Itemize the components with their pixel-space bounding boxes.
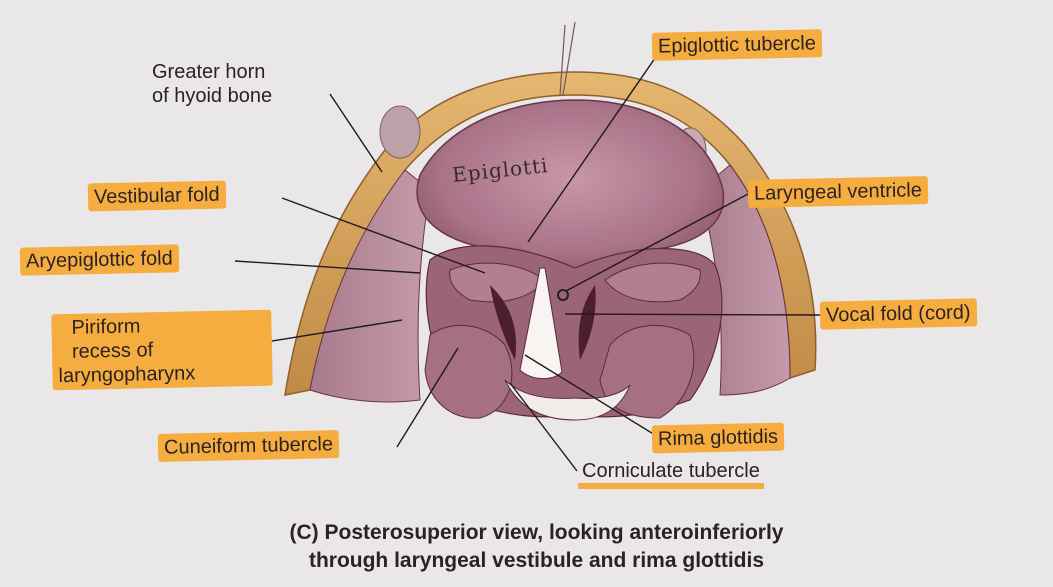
label-aryepiglottic-fold: Aryepiglottic fold <box>20 244 179 275</box>
cuneiform-mound-left <box>425 325 512 418</box>
label-epiglottic-tubercle: Epiglottic tubercle <box>652 29 822 61</box>
label-greater-horn-line1: Greater horn <box>152 60 327 84</box>
label-corniculate-tubercle: Corniculate tubercle <box>578 459 764 489</box>
label-greater-horn-line2: of hyoid bone <box>152 84 327 108</box>
label-vestibular-fold: Vestibular fold <box>88 181 226 212</box>
label-rima-glottidis: Rima glottidis <box>652 423 785 454</box>
caption-line1: (C) Posterosuperior view, looking antero… <box>20 519 1053 547</box>
label-cuneiform-tubercle: Cuneiform tubercle <box>158 430 340 462</box>
caption-line2: through laryngeal vestibule and rima glo… <box>20 547 1053 575</box>
label-piriform-recess: Piriform recess of laryngopharynx <box>51 310 273 391</box>
left-horn-knob <box>380 106 420 158</box>
label-vocal-fold: Vocal fold (cord) <box>820 298 977 329</box>
figure-caption: (C) Posterosuperior view, looking antero… <box>0 519 1053 575</box>
leader-greater-horn <box>330 94 382 172</box>
label-greater-horn: Greater horn of hyoid bone <box>152 60 327 108</box>
label-laryngeal-ventricle: Laryngeal ventricle <box>748 176 928 208</box>
label-piriform-line3: laryngopharynx <box>58 360 266 388</box>
